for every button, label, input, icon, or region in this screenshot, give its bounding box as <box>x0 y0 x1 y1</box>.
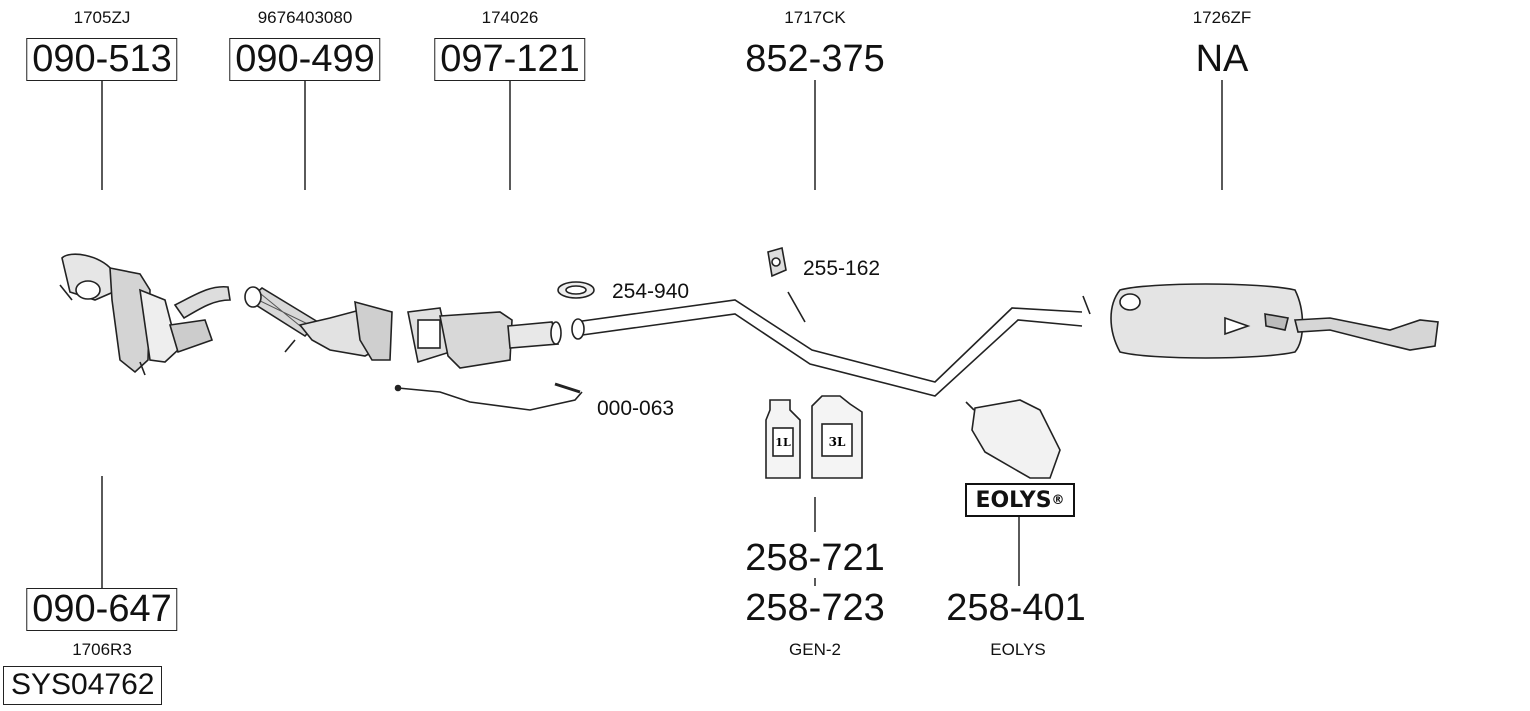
part-number-258-401[interactable]: 258-401 <box>946 587 1086 629</box>
rear-muffler-part <box>1110 283 1439 359</box>
system-number: SYS04762 <box>3 666 163 705</box>
part-number-852-375[interactable]: 852-375 <box>745 38 885 80</box>
part-number-090-499[interactable]: 090-499 <box>229 38 381 81</box>
part-number-090-647[interactable]: 090-647 <box>26 588 178 631</box>
bottle-3l-label: 3L <box>829 435 846 449</box>
sensor-part <box>394 382 583 411</box>
part-number-na: NA <box>1195 38 1249 80</box>
hanger-part <box>767 246 787 278</box>
eolys-reg-mark: ® <box>1051 492 1065 508</box>
oem-number-3: 174026 <box>481 8 539 27</box>
fluid-label: GEN-2 <box>789 640 841 659</box>
fluid-bottles <box>765 395 863 479</box>
eolys-label: EOLYS <box>990 640 1046 659</box>
clamp-part <box>557 281 595 299</box>
eolys-logo-text: EOLYS <box>975 487 1052 513</box>
oem-number-2: 9676403080 <box>257 8 353 27</box>
part-number-258-721[interactable]: 258-721 <box>745 537 885 579</box>
oem-number-4: 1717CK <box>784 8 846 27</box>
eolys-bag <box>965 399 1061 479</box>
part-number-090-513[interactable]: 090-513 <box>26 38 178 81</box>
oem-number-1: 1705ZJ <box>73 8 131 27</box>
clamp-number[interactable]: 254-940 <box>612 280 690 303</box>
manifold-part <box>59 253 231 376</box>
middle-pipe-part <box>571 291 1091 397</box>
part-number-258-723[interactable]: 258-723 <box>745 587 885 629</box>
part-number-097-121[interactable]: 097-121 <box>434 38 586 81</box>
dpf-part <box>407 307 562 369</box>
bottle-1l-label: 1L <box>775 436 791 449</box>
catalyst-part <box>244 286 393 361</box>
eolys-logo: EOLYS® <box>965 483 1075 517</box>
oem-number-5: 1726ZF <box>1192 8 1252 27</box>
hanger-number[interactable]: 255-162 <box>803 257 881 280</box>
sensor-number[interactable]: 000-063 <box>597 397 675 420</box>
oem-number-6: 1706R3 <box>72 640 132 659</box>
